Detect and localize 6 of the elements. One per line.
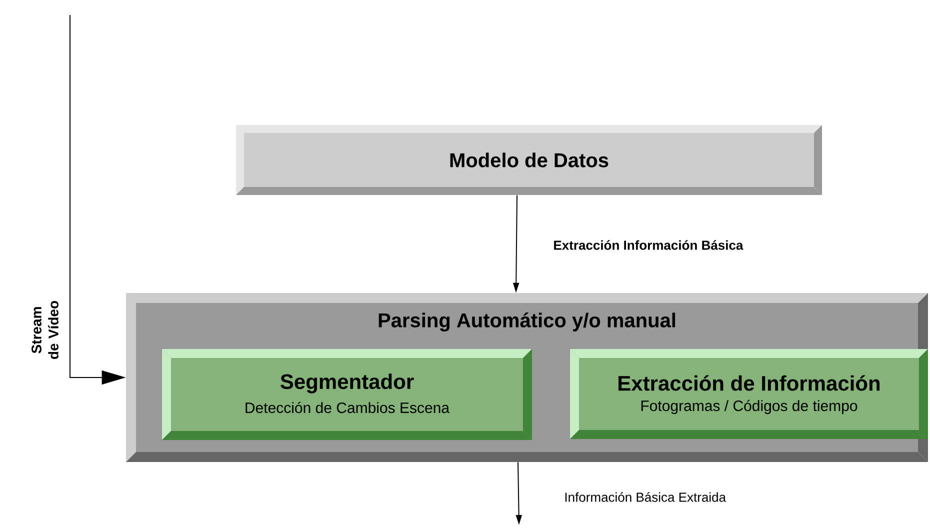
edge-label: Información Básica Extraida xyxy=(563,491,728,503)
process-box: Extracción de Información Fotogramas / Códigos de tiempo xyxy=(570,349,928,439)
edge-label: Stream de Vídeo xyxy=(30,282,60,378)
data-model-box: Modelo de Datos xyxy=(236,125,822,195)
process-box: Segmentador Detección de Cambios Escena xyxy=(162,349,532,440)
edge-label: Extracción Información Básica xyxy=(552,239,744,251)
